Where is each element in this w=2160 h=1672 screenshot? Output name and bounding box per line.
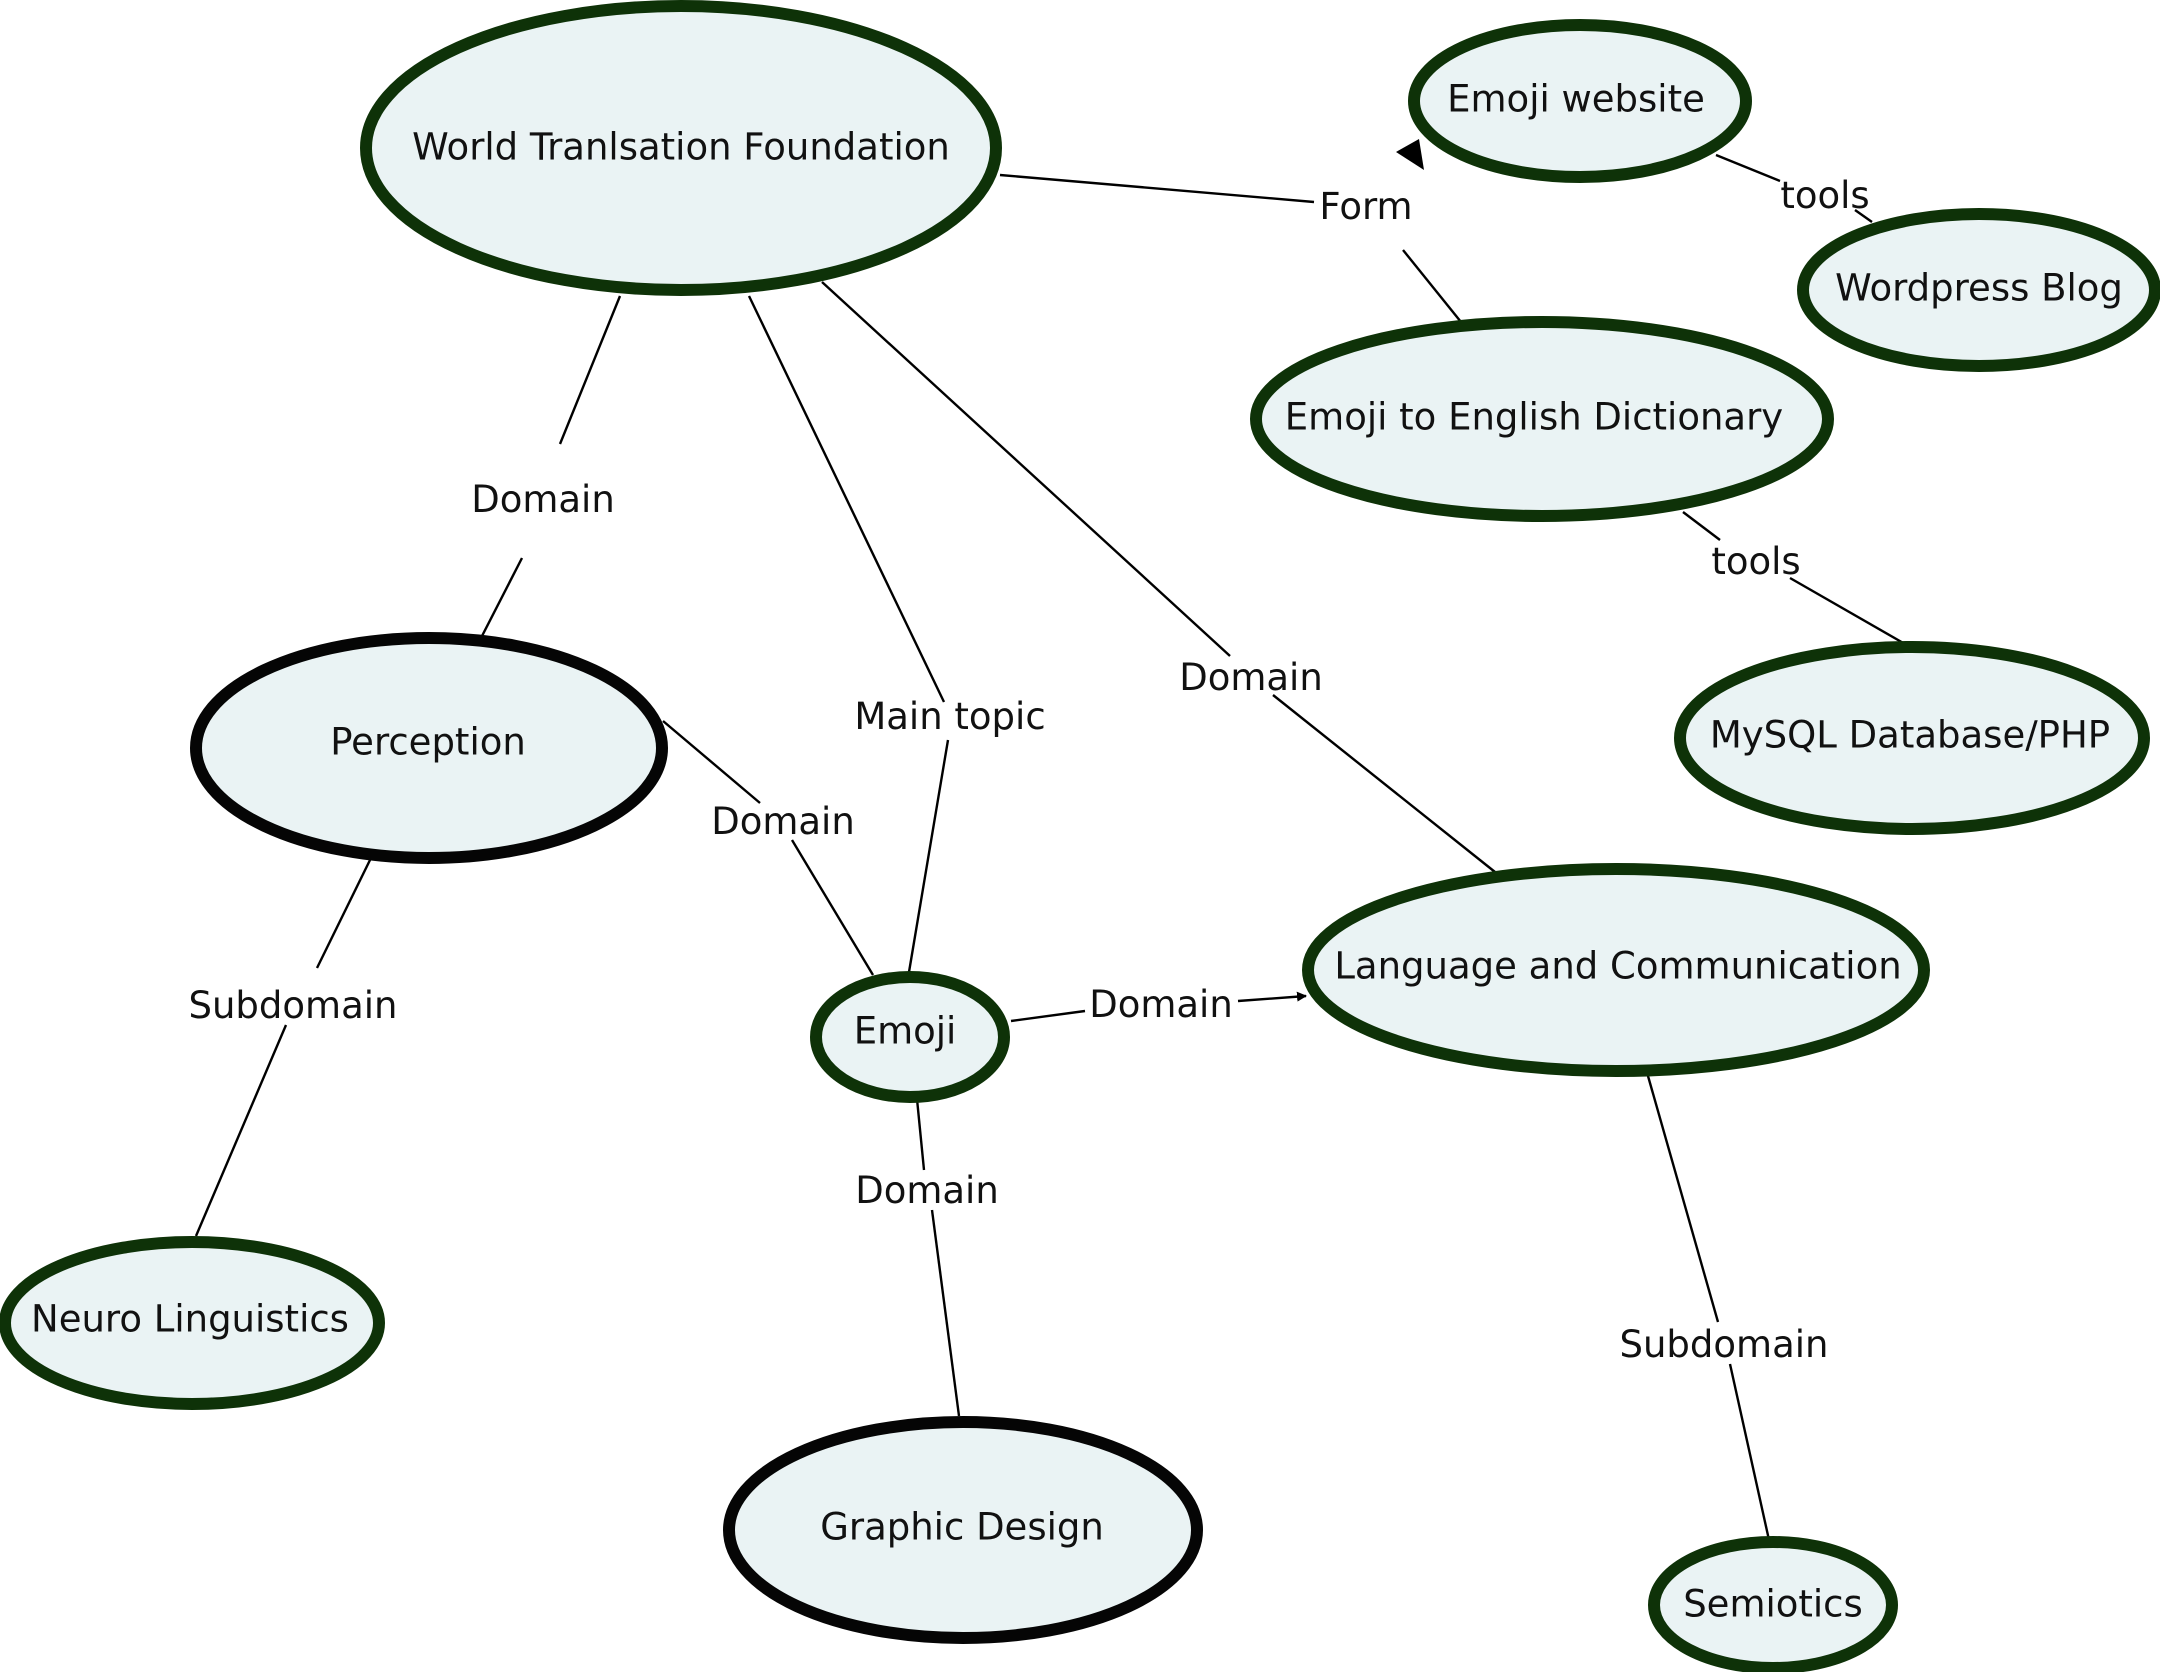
- edge-line-wtf-language-2: [1272, 694, 1496, 873]
- edge-line-language-semiotics-2: [1728, 1363, 1771, 1541]
- node-graphic-design[interactable]: Graphic Design: [723, 1416, 1203, 1644]
- node-label-emoji-website: Emoji website: [1447, 78, 1705, 121]
- edge-line-wtf-emoji: [747, 295, 946, 703]
- edge-line-domain-language: [1237, 991, 1307, 1003]
- node-label-language: Language and Communication: [1334, 945, 1901, 988]
- edge-line-emoji-graphic: [915, 1098, 926, 1171]
- edge-label-form: Form: [1319, 185, 1412, 228]
- edge-label-emoji-language: Domain: [1089, 983, 1233, 1026]
- edge-label-website-wordpress: tools: [1780, 174, 1869, 217]
- edge-line-perception-emoji-2: [790, 839, 875, 976]
- edge-line-perception-neuro-2: [194, 1024, 288, 1237]
- edge-line-emoji-domain: [1010, 1009, 1086, 1023]
- edge-label-language-semiotics: Subdomain: [1620, 1323, 1829, 1366]
- edge-line-perception-emoji: [662, 720, 761, 804]
- edge-label-wtf-emoji: Main topic: [854, 695, 1045, 738]
- edge-line-website-tools: [1715, 153, 1781, 183]
- edge-line-tools-wordpress: [1854, 209, 1873, 223]
- edge-line-perception-neuro: [315, 859, 372, 969]
- node-emoji-to-english-dictionary[interactable]: Emoji to English Dictionary: [1250, 316, 1834, 522]
- edge-line-wtf-perception: [558, 295, 622, 445]
- node-label-wtf: World Tranlsation Foundation: [412, 126, 950, 169]
- node-emoji[interactable]: Emoji: [810, 971, 1010, 1103]
- node-neuro-linguistics[interactable]: Neuro Linguistics: [0, 1236, 385, 1410]
- edge-label-wtf-perception: Domain: [471, 478, 615, 521]
- edge-line-dictionary-tools: [1682, 511, 1721, 541]
- edge-line-dictionary-form: [1402, 249, 1462, 323]
- edge-labels: Domain Main topic Domain Form tools tool…: [189, 174, 1870, 1366]
- edge-line-wtf-emoji-2: [906, 739, 950, 979]
- edge-line-language-semiotics: [1646, 1075, 1720, 1323]
- arrowhead-emoji-website: [1396, 139, 1424, 170]
- node-label-emoji: Emoji: [854, 1010, 957, 1053]
- edge-label-wtf-language: Domain: [1179, 656, 1323, 699]
- edge-label-perception-emoji: Domain: [711, 800, 855, 843]
- node-label-mysql: MySQL Database/PHP: [1710, 714, 2110, 757]
- node-language-and-communication[interactable]: Language and Communication: [1302, 863, 1930, 1077]
- node-label-emoji-dictionary: Emoji to English Dictionary: [1285, 396, 1783, 439]
- edge-line-tools-mysql: [1789, 576, 1906, 646]
- node-label-wordpress-blog: Wordpress Blog: [1835, 267, 2123, 310]
- node-label-perception: Perception: [330, 721, 526, 764]
- node-label-semiotics: Semiotics: [1683, 1583, 1863, 1626]
- node-label-neuro: Neuro Linguistics: [31, 1298, 349, 1341]
- edge-line-wtf-language: [821, 281, 1231, 657]
- edge-lines: [194, 153, 1906, 1541]
- node-mysql-database-php[interactable]: MySQL Database/PHP: [1674, 641, 2150, 835]
- node-perception[interactable]: Perception: [190, 632, 668, 864]
- node-world-translation-foundation[interactable]: World Tranlsation Foundation: [360, 0, 1002, 296]
- edge-label-dictionary-mysql: tools: [1711, 540, 1800, 583]
- edge-line-emoji-graphic-2: [930, 1209, 961, 1417]
- node-emoji-website[interactable]: Emoji website: [1408, 19, 1752, 183]
- node-wordpress-blog[interactable]: Wordpress Blog: [1797, 208, 2160, 372]
- edge-line-wtf-perception-2: [479, 557, 524, 639]
- node-semiotics[interactable]: Semiotics: [1648, 1536, 1898, 1672]
- node-label-graphic-design: Graphic Design: [820, 1506, 1104, 1549]
- edge-line-wtf-form: [999, 173, 1315, 204]
- edge-label-emoji-graphic: Domain: [855, 1169, 999, 1212]
- edge-label-perception-neuro: Subdomain: [189, 984, 398, 1027]
